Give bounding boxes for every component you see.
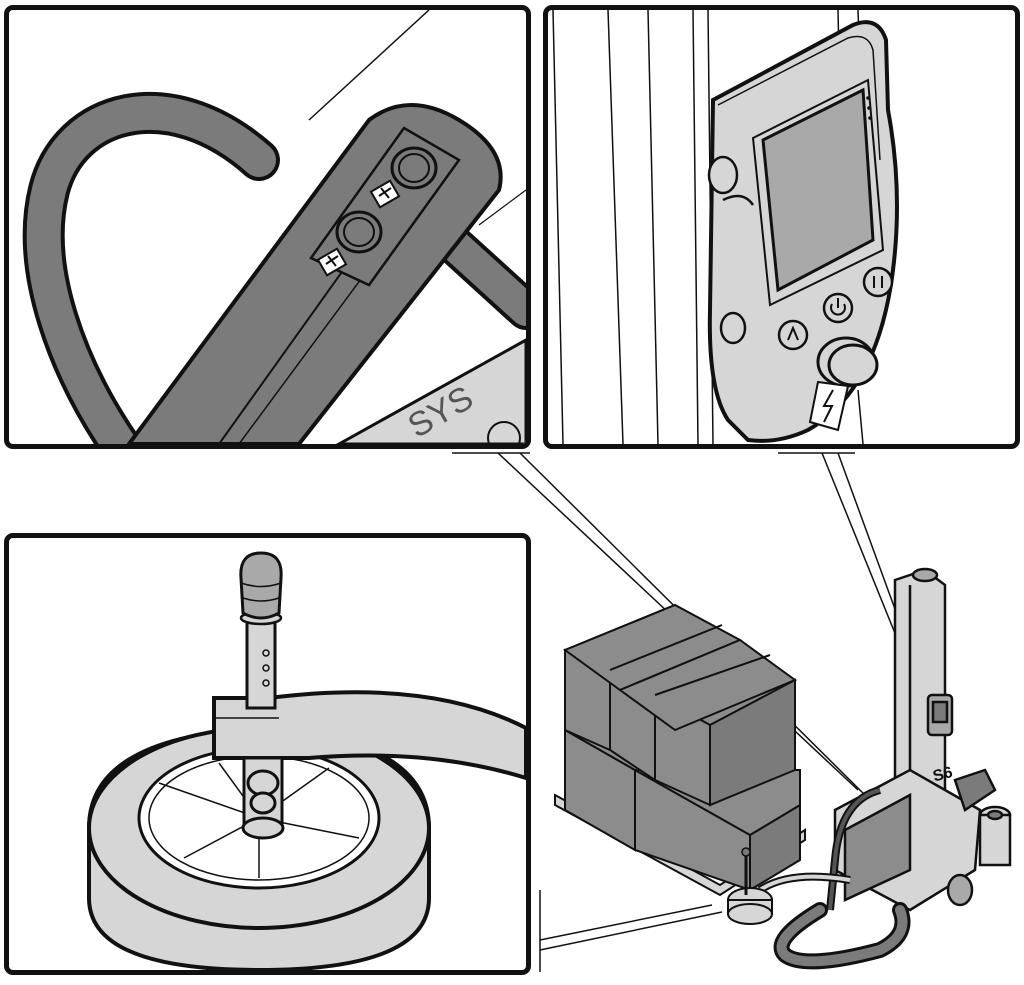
handle-detail-panel: SYS xyxy=(4,5,531,449)
power-button[interactable] xyxy=(822,292,854,324)
caster-wheel xyxy=(727,847,773,925)
wheel-detail-panel xyxy=(4,533,531,975)
emergency-stop-knob[interactable] xyxy=(816,336,879,388)
top-handle-button[interactable] xyxy=(390,146,438,190)
bottom-handle-button[interactable] xyxy=(335,210,383,254)
machine-model-label: S6 xyxy=(931,764,954,786)
machine-base xyxy=(833,768,1012,912)
display-screen xyxy=(761,87,875,293)
machine-overview-illustration: S6 xyxy=(554,567,1012,970)
warning-label-icon-bottom xyxy=(316,247,348,277)
reset-button[interactable] xyxy=(777,319,809,351)
warning-label-icon-top xyxy=(369,179,401,209)
brake-knob[interactable] xyxy=(239,551,283,620)
box-stack xyxy=(562,603,801,892)
control-panel-detail xyxy=(543,5,1020,449)
pause-button[interactable] xyxy=(862,266,894,298)
wheel-icon xyxy=(87,725,431,970)
lightning-warning-icon xyxy=(808,380,850,432)
